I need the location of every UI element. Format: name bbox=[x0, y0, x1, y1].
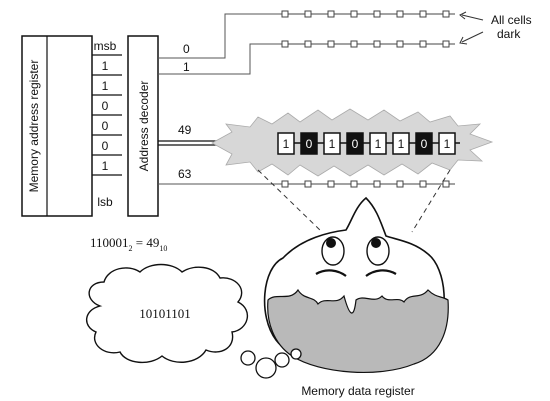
thought-dot bbox=[255, 357, 277, 379]
memory-address-register-box bbox=[21, 35, 93, 217]
svg-text:1: 1 bbox=[329, 137, 336, 151]
svg-text:1: 1 bbox=[444, 137, 451, 151]
selected-cell: 0 bbox=[346, 132, 364, 155]
bit-value: 1 bbox=[102, 59, 109, 73]
line-label-49: 49 bbox=[178, 123, 192, 137]
thought-dot bbox=[240, 350, 256, 366]
word-lines bbox=[158, 13, 292, 185]
selected-cell: 1 bbox=[438, 132, 456, 155]
dark-label: dark bbox=[497, 27, 521, 41]
lsb-label: lsb bbox=[97, 195, 113, 209]
bit-value: 0 bbox=[102, 99, 109, 113]
svg-text:1100012 = 4910: 1100012 = 4910 bbox=[90, 235, 167, 253]
dark-cell-row-0 bbox=[281, 10, 455, 18]
thought-value: 10101101 bbox=[139, 306, 191, 321]
line-label-1: 1 bbox=[183, 60, 190, 74]
selected-cell: 0 bbox=[300, 132, 318, 155]
creature-drip-fill bbox=[267, 288, 449, 374]
bit-value: 1 bbox=[102, 79, 109, 93]
svg-text:1: 1 bbox=[375, 137, 382, 151]
right-eyebrow bbox=[365, 269, 397, 277]
left-pupil bbox=[326, 238, 336, 248]
thought-dot bbox=[290, 348, 302, 360]
thought-bubble: 10101101 bbox=[86, 263, 302, 379]
selected-cell: 1 bbox=[323, 132, 341, 155]
all-cells-arrows bbox=[459, 11, 484, 45]
left-eyebrow bbox=[315, 269, 347, 277]
svg-text:0: 0 bbox=[306, 137, 313, 151]
svg-text:0: 0 bbox=[421, 137, 428, 151]
dark-cell-row-63 bbox=[281, 180, 455, 188]
thought-cloud bbox=[86, 263, 249, 363]
right-pupil bbox=[371, 238, 381, 248]
selected-row: 1 0 1 0 1 1 0 1 bbox=[277, 132, 460, 155]
line-label-63: 63 bbox=[178, 167, 192, 181]
memory-address-register-label: Memory address register bbox=[27, 60, 41, 193]
binary-equation: 1100012 = 4910 bbox=[90, 235, 167, 253]
bit-cells bbox=[92, 54, 122, 176]
selected-cell: 1 bbox=[369, 132, 387, 155]
bit-value: 0 bbox=[102, 119, 109, 133]
selected-cell: 1 bbox=[277, 132, 295, 155]
selected-cell: 1 bbox=[392, 132, 410, 155]
thought-dot bbox=[274, 352, 290, 368]
bit-value: 0 bbox=[102, 139, 109, 153]
projection-lines bbox=[257, 169, 451, 233]
address-decoder-label: Address decoder bbox=[137, 81, 151, 172]
svg-text:1: 1 bbox=[283, 137, 290, 151]
svg-text:0: 0 bbox=[352, 137, 359, 151]
memory-data-register-creature bbox=[263, 196, 449, 374]
svg-text:1: 1 bbox=[398, 137, 405, 151]
bit-value: 1 bbox=[102, 159, 109, 173]
address-decoder-box bbox=[127, 35, 159, 217]
msb-label: msb bbox=[94, 39, 117, 53]
selected-cell: 0 bbox=[415, 132, 433, 155]
line-label-0: 0 bbox=[183, 42, 190, 56]
dark-cell-row-1 bbox=[281, 40, 455, 48]
memory-data-register-label: Memory data register bbox=[301, 384, 414, 398]
all-cells-label: All cells bbox=[491, 13, 532, 27]
